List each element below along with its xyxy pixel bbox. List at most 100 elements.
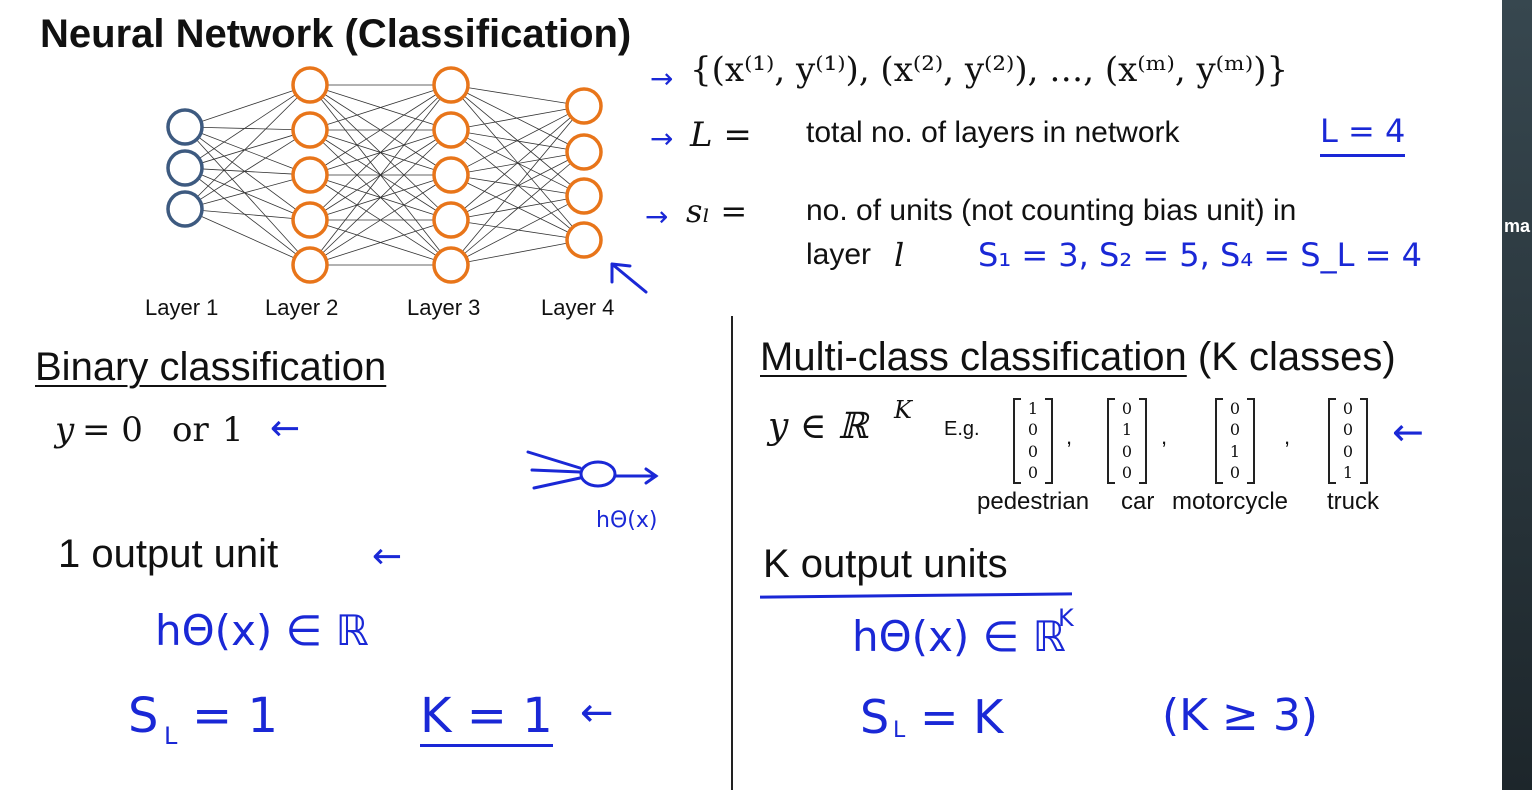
multi-sl-subscript: L	[893, 718, 906, 743]
network-edge	[201, 210, 294, 219]
arrow-annotation: →	[650, 122, 674, 155]
column-divider	[731, 316, 733, 790]
network-edge	[322, 96, 439, 209]
vector-entry: 0	[1342, 398, 1354, 418]
network-edge	[200, 132, 295, 170]
vector-entry: 0	[1342, 420, 1354, 440]
layer-2-label: Layer 2	[265, 295, 339, 320]
network-edge	[466, 92, 569, 145]
output-node-label: hΘ(x)	[596, 508, 658, 533]
multi-y-sup: K	[894, 396, 912, 424]
L-description: total no. of layers in network	[806, 116, 1180, 149]
network-node-layer-4	[565, 221, 603, 259]
class-label-pedestrian: pedestrian	[977, 488, 1090, 515]
vector-entry: 0	[1229, 463, 1241, 483]
network-edge	[322, 141, 439, 254]
multi-h-sup: K	[1058, 604, 1074, 632]
network-edge	[200, 215, 295, 259]
multi-y-def: y ∈ ℝ	[768, 406, 868, 447]
left-arrow-annotation: ←	[1392, 410, 1424, 454]
network-node-layer-2	[291, 111, 329, 149]
network-node-layer-2	[291, 66, 329, 104]
network-edge	[198, 136, 297, 211]
network-edge	[467, 242, 568, 263]
binary-sl-value: = 1	[192, 688, 279, 744]
network-edge	[201, 127, 294, 130]
vector-entry: 0	[1121, 441, 1133, 461]
binary-y-one: 1	[222, 410, 244, 450]
network-node-layer-4	[565, 177, 603, 215]
vector-entry: 0	[1027, 420, 1039, 440]
network-edge	[200, 174, 295, 214]
network-edge	[324, 93, 437, 167]
vector-entry: 1	[1229, 441, 1241, 461]
binary-y-or: or	[172, 410, 209, 450]
class-label-motorcycle: motorcycle	[1172, 488, 1289, 515]
network-edge	[196, 139, 299, 253]
network-edge	[320, 98, 441, 252]
vector-entry: 1	[1342, 463, 1354, 483]
vector-entry: 0	[1121, 398, 1133, 418]
network-node-layer-4	[565, 133, 603, 171]
eg-label: E.g.	[944, 418, 980, 440]
side-panel	[1502, 0, 1532, 790]
network-edge	[200, 90, 295, 122]
onehot-vector-motorcycle: 0 0 1 0	[1215, 398, 1255, 484]
network-edge	[324, 183, 437, 257]
network-node-layer-2	[291, 246, 329, 284]
s-description: no. of units (not counting bias unit) in	[806, 194, 1297, 227]
vector-entry: 0	[1342, 441, 1354, 461]
s-description-layer: layer	[806, 238, 872, 271]
vector-entry: 0	[1229, 398, 1241, 418]
class-label-truck: truck	[1327, 488, 1380, 515]
training-set: {(x⁽¹⁾, y⁽¹⁾), (x⁽²⁾, y⁽²⁾), …, (x⁽ᵐ⁾, y…	[690, 50, 1289, 90]
vector-entry: 1	[1027, 398, 1039, 418]
network-node-layer-3	[432, 66, 470, 104]
onehot-vector-truck: 0 0 0 1	[1328, 398, 1368, 484]
network-node-layer-3	[432, 156, 470, 194]
network-edge	[466, 182, 569, 233]
output-layer-arrow	[610, 262, 648, 294]
arrow-annotation: →	[650, 62, 674, 95]
left-arrow-annotation: ←	[372, 536, 403, 577]
network-edge	[198, 94, 297, 159]
binary-heading: Binary classification	[35, 345, 387, 389]
s-values-annotation: S₁ = 3, S₂ = 5, S₄ = S_L = 4	[978, 236, 1422, 274]
L-value-annotation: L = 4	[1320, 112, 1406, 157]
s-description-l: l	[894, 236, 905, 274]
L-symbol: L =	[690, 115, 752, 155]
network-edge	[201, 179, 294, 205]
binary-k-annotation: K = 1	[420, 688, 553, 747]
network-edge	[199, 138, 296, 201]
binary-y: y	[55, 410, 75, 450]
side-panel-label: ma	[1504, 216, 1531, 236]
binary-sl-annotation: S	[128, 688, 159, 744]
layer-3-label: Layer 3	[407, 295, 481, 320]
network-node-layer-1	[166, 108, 204, 146]
multi-heading: Multi-class classification (K classes)	[760, 335, 1396, 380]
network-node-layer-3	[432, 111, 470, 149]
binary-sl-subscript: L	[164, 722, 178, 750]
network-node-layer-2	[291, 156, 329, 194]
multi-sl-annotation: S	[860, 690, 890, 744]
layer-4-label: Layer 4	[541, 295, 615, 320]
slide-title: Neural Network (Classification)	[40, 12, 632, 56]
onehot-vector-car: 0 1 0 0	[1107, 398, 1147, 484]
binary-y-def: = 0	[82, 410, 143, 450]
vector-entry: 1	[1121, 420, 1133, 440]
multi-heading-main: Multi-class classification	[760, 335, 1187, 379]
network-node-layer-1	[166, 149, 204, 187]
network-edge	[196, 96, 299, 198]
vector-entry: 0	[1027, 463, 1039, 483]
binary-output: 1 output unit	[58, 532, 279, 576]
multi-output: K output units	[763, 542, 1008, 586]
network-edge	[461, 118, 574, 253]
network-edge	[326, 89, 435, 126]
network-node-layer-4	[565, 87, 603, 125]
network-node-layer-1	[166, 190, 204, 228]
network-edge	[201, 168, 294, 175]
vector-entry: 0	[1229, 420, 1241, 440]
multi-sl-value: = K	[920, 690, 1004, 744]
layer-1-label: Layer 1	[145, 295, 219, 320]
